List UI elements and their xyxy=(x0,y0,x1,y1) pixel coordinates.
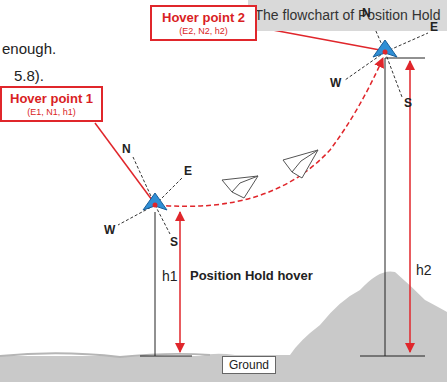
compass-letter: N xyxy=(362,6,371,20)
ground-tick xyxy=(140,356,192,357)
top-tick xyxy=(385,58,425,59)
leader-line xyxy=(262,28,380,50)
hover-point-box: Hover point 2(E2, N2, h2) xyxy=(150,5,257,41)
leader-line xyxy=(95,123,152,200)
cropped-text: 5.8). xyxy=(14,67,44,84)
compass-letter: S xyxy=(404,96,412,110)
title-band: The flowchart of Position Hold xyxy=(248,0,447,31)
flight-path xyxy=(158,58,383,206)
compass-letter: S xyxy=(170,235,178,249)
ground-tick xyxy=(360,356,425,357)
height-label: h1 xyxy=(162,268,178,284)
node-heading: The flowchart of Position Hold xyxy=(254,7,441,24)
compass-letter: W xyxy=(104,223,115,237)
compass-letter: E xyxy=(430,20,438,34)
cropped-text: enough. xyxy=(2,40,56,57)
node-heading: Ground xyxy=(229,358,269,372)
ground-line xyxy=(0,353,210,357)
drone-icon xyxy=(143,193,167,210)
node-heading: Hover point 1 xyxy=(10,91,93,107)
height-line xyxy=(155,212,156,356)
compass xyxy=(118,22,428,234)
compass-letter: N xyxy=(122,142,131,156)
drone-icon xyxy=(373,40,397,57)
ground-label-box: Ground xyxy=(222,356,276,374)
compass-letter: W xyxy=(330,76,341,90)
node-coordinates: (E1, N1, h1) xyxy=(10,107,93,118)
caption-text: Position Hold hover xyxy=(190,268,313,283)
ground-silhouette xyxy=(0,271,447,382)
height-arrow xyxy=(179,212,181,352)
hover-point-box: Hover point 1(E1, N1, h1) xyxy=(0,86,103,122)
height-line xyxy=(385,58,386,356)
node-coordinates: (E2, N2, h2) xyxy=(162,26,245,37)
compass-letter: E xyxy=(184,164,192,178)
node-heading: Hover point 2 xyxy=(162,10,245,26)
plane-icon xyxy=(283,150,318,178)
plane-icon xyxy=(222,176,258,198)
height-label: h2 xyxy=(416,262,432,278)
